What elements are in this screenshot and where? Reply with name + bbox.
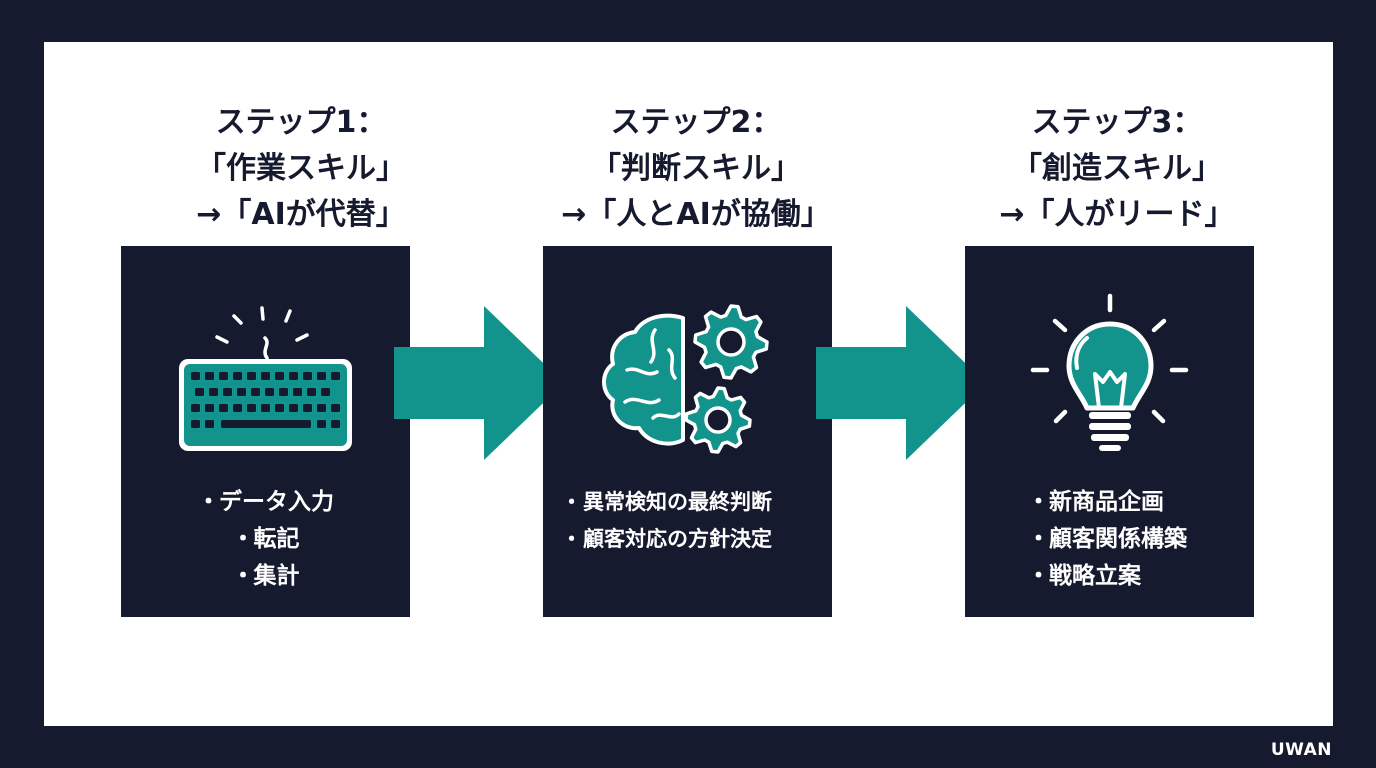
arrow-right-icon: [394, 306, 564, 460]
step-2-title-line-1: ステップ2：: [610, 105, 782, 140]
keyboard-key: [247, 372, 256, 380]
keyboard-key: [303, 372, 312, 380]
keyboard-key: [331, 372, 340, 380]
keyboard-key: [237, 388, 246, 396]
bullet-dot: ・: [231, 526, 255, 552]
bullet-item: ・異常検知の最終判断: [543, 484, 832, 521]
bullet-item: ・顧客関係構築: [965, 521, 1254, 558]
bullet-text: 集計: [253, 563, 300, 589]
brand-logo-text: UWAN: [1270, 740, 1332, 760]
keyboard-key: [265, 388, 274, 396]
bullet-dot: ・: [231, 563, 255, 589]
step-1-title-line-1: ステップ1：: [215, 105, 387, 140]
keyboard-key: [317, 372, 326, 380]
bullet-dot: ・: [197, 489, 220, 515]
step-2-bullets: ・異常検知の最終判断 ・顧客対応の方針決定: [543, 484, 832, 558]
lightbulb-icon: [1030, 293, 1189, 451]
keyboard-key: [219, 372, 228, 380]
slide-panel: ステップ1： 「作業スキル」 →「AIが代替」 ステップ2： 「判断スキル」 →…: [44, 42, 1333, 726]
keyboard-key: [205, 372, 214, 380]
keyboard-key: [233, 404, 242, 412]
gear-hole: [704, 406, 732, 434]
bullet-item: ・顧客対応の方針決定: [543, 521, 832, 558]
step-2-title: ステップ2： 「判断スキル」 →「人とAIが協働」: [531, 100, 861, 238]
bullet-text: 戦略立案: [1049, 563, 1141, 589]
step-3-title-line-2: 「創造スキル」: [1012, 151, 1222, 186]
keyboard-key: [223, 388, 232, 396]
keyboard-key: [275, 404, 284, 412]
keyboard-key: [321, 388, 330, 396]
bullet-item: ・データ入力: [121, 484, 410, 521]
keyboard-key: [219, 404, 228, 412]
bullet-dot: ・: [1027, 526, 1050, 552]
keyboard-key: [317, 420, 326, 428]
bullet-text: 異常検知の最終判断: [583, 490, 772, 514]
keyboard-key: [191, 420, 200, 428]
brain-gears-icon: [602, 304, 769, 454]
keyboard-key: [275, 372, 284, 380]
keyboard-key: [261, 404, 270, 412]
keyboard-key: [317, 404, 326, 412]
gear-hole: [716, 327, 746, 357]
bullet-item: ・戦略立案: [965, 558, 1254, 595]
keyboard-key: [251, 388, 260, 396]
bullet-item: ・転記: [121, 521, 410, 558]
bullet-dot: ・: [1027, 563, 1050, 589]
keyboard-key: [289, 404, 298, 412]
step-3-title-line-1: ステップ3：: [1031, 105, 1203, 140]
bullet-dot: ・: [561, 490, 582, 514]
step-1-card: ・データ入力 ・転記 ・集計: [121, 246, 410, 617]
step-1-title: ステップ1： 「作業スキル」 →「AIが代替」: [136, 100, 466, 238]
keyboard-key: [307, 388, 316, 396]
keyboard-key: [261, 372, 270, 380]
step-3-card: ・新商品企画 ・顧客関係構築 ・戦略立案: [965, 246, 1254, 617]
keyboard-key: [279, 388, 288, 396]
bullet-item: ・新商品企画: [965, 484, 1254, 521]
keyboard-key: [191, 372, 200, 380]
step-3-bullets: ・新商品企画 ・顧客関係構築 ・戦略立案: [965, 484, 1254, 595]
keyboard-key: [289, 372, 298, 380]
bullet-text: 転記: [253, 526, 300, 552]
bullet-item: ・集計: [121, 558, 410, 595]
arrow-right-icon: [816, 306, 986, 460]
keyboard-key: [303, 404, 312, 412]
keyboard-key: [191, 404, 200, 412]
bullet-text: 新商品企画: [1049, 489, 1164, 515]
step-2-title-line-2: 「判断スキル」: [591, 151, 801, 186]
keyboard-key: [205, 420, 214, 428]
bullet-dot: ・: [561, 527, 582, 551]
step-1-bullets: ・データ入力 ・転記 ・集計: [121, 484, 410, 595]
bullet-text: 顧客対応の方針決定: [583, 527, 772, 551]
keyboard-spacebar: [221, 420, 311, 428]
step-1-title-line-2: 「作業スキル」: [196, 151, 406, 186]
step-3-title-line-3: →「人がリード」: [999, 197, 1235, 232]
bullet-dot: ・: [1027, 489, 1050, 515]
keyboard-key: [195, 388, 204, 396]
keyboard-key: [209, 388, 218, 396]
step-1-title-line-3: →「AIが代替」: [196, 197, 406, 232]
bullet-text: データ入力: [219, 489, 334, 515]
keyboard-key: [331, 420, 340, 428]
bullet-text: 顧客関係構築: [1049, 526, 1187, 552]
keyboard-key: [233, 372, 242, 380]
keyboard-key: [205, 404, 214, 412]
keyboard-key: [293, 388, 302, 396]
step-2-title-line-3: →「人とAIが協働」: [561, 197, 831, 232]
keyboard-key: [331, 404, 340, 412]
keyboard-icon: [179, 306, 352, 451]
keyboard-key: [247, 404, 256, 412]
step-2-card: ・異常検知の最終判断 ・顧客対応の方針決定: [543, 246, 832, 617]
step-3-title: ステップ3： 「創造スキル」 →「人がリード」: [952, 100, 1282, 238]
